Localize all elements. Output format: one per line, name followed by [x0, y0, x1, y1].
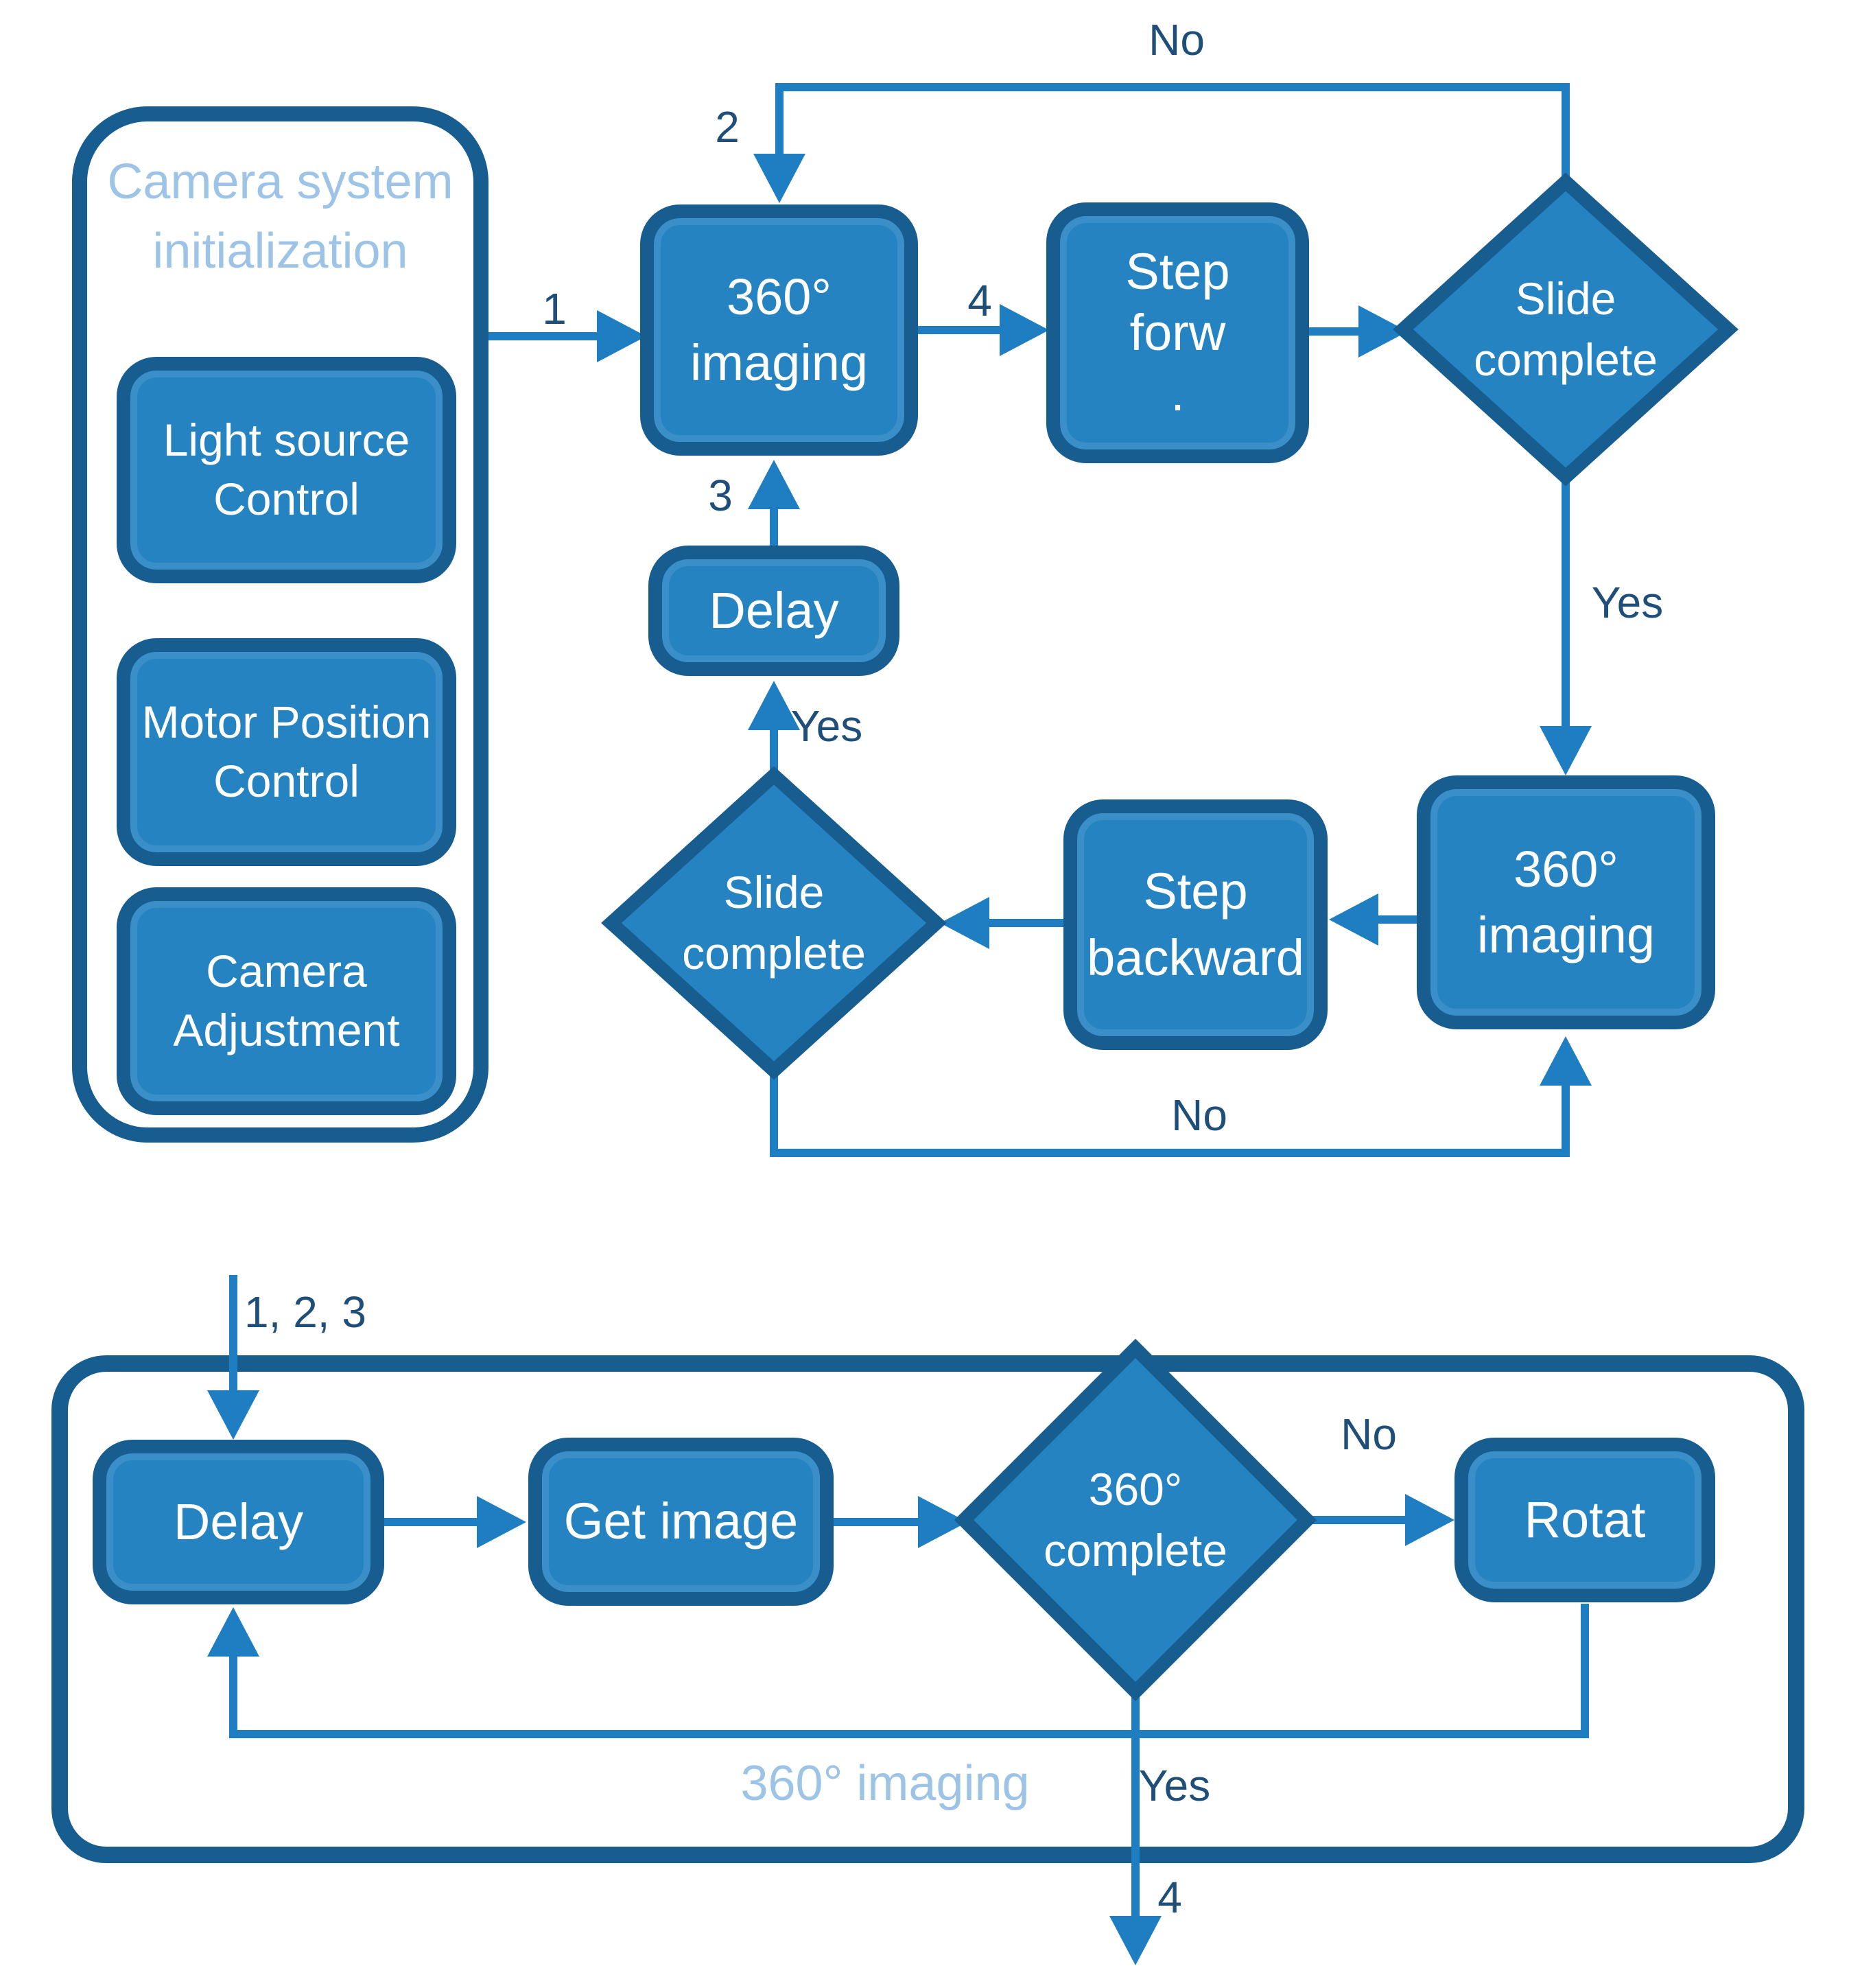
motor-position-control-box: Motor Position Control — [117, 638, 456, 866]
delay-box-top: Delay — [648, 546, 899, 676]
step-backward-box: Step backward — [1063, 799, 1328, 1050]
edge-label-no-bottom-flow: No — [1341, 1410, 1397, 1459]
edge-label-3: 3 — [708, 471, 733, 520]
slide-complete-2-diamond — [601, 766, 947, 1080]
edge-label-no-bottom: No — [1171, 1090, 1227, 1140]
delay-box-bottom: Delay — [93, 1440, 384, 1604]
camera-init-title: Camera system initialization — [107, 154, 454, 279]
imaging-360-container-label: 360° imaging — [740, 1756, 1030, 1812]
camera-adjustment-box: Camera Adjustment — [117, 887, 456, 1115]
edge-label-yes-mid: Yes — [790, 701, 863, 751]
edge-label-yes-bottom-flow: Yes — [1138, 1761, 1211, 1810]
imaging-360-box-1: 360° imaging — [640, 204, 918, 456]
imaging-360-box-2: 360° imaging — [1417, 775, 1715, 1029]
step-forward-box: Step forw . — [1046, 202, 1309, 463]
light-source-control-box: Light source Control — [117, 357, 456, 583]
edge-label-2: 2 — [715, 102, 740, 152]
slide-complete-1-diamond — [1393, 172, 1739, 487]
complete-360-diamond — [954, 1338, 1317, 1702]
edge-label-entry-123: 1, 2, 3 — [244, 1287, 366, 1337]
rotate-box: Rotat — [1455, 1438, 1715, 1602]
edge-label-4: 4 — [967, 276, 992, 325]
edge-label-no-top: No — [1149, 15, 1205, 65]
edge-label-1: 1 — [542, 284, 567, 334]
edge-label-yes-right: Yes — [1591, 578, 1664, 627]
edge-label-exit-4: 4 — [1157, 1873, 1182, 1922]
get-image-box: Get image — [528, 1438, 834, 1606]
